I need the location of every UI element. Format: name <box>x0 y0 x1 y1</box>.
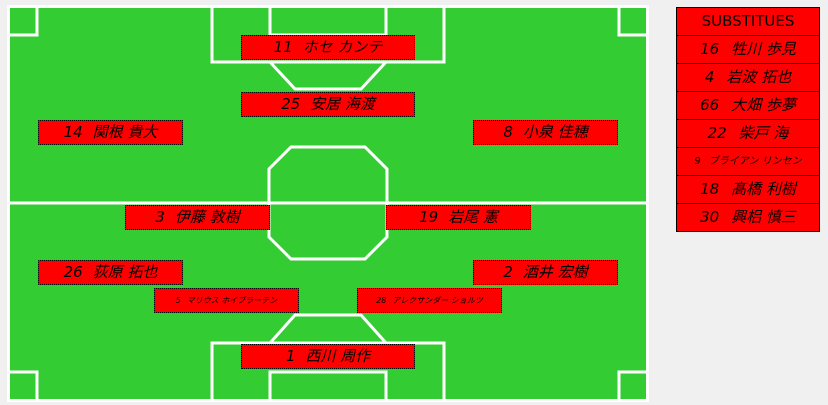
substitute-number: 22 <box>707 124 727 142</box>
substitute-row[interactable]: 30 興梠 慎三 <box>676 203 820 232</box>
substitute-name: 髙橋 利樹 <box>731 180 796 198</box>
player-number: 11 <box>273 38 293 56</box>
player-rcm[interactable]: 19 岩尾 憲 <box>386 205 531 230</box>
substitute-number: 18 <box>700 180 720 198</box>
player-gk[interactable]: 1 西川 周作 <box>241 344 415 369</box>
player-lcb[interactable]: 5 マリウス ホイブラーテン <box>154 288 299 313</box>
substitute-row[interactable]: 66 大畑 歩夢 <box>676 91 820 119</box>
pitch-markings <box>7 5 649 402</box>
substitute-name: 牲川 歩見 <box>731 40 796 58</box>
player-number: 14 <box>63 123 83 141</box>
bottom-goal-area <box>268 370 388 402</box>
player-rb[interactable]: 2 酒井 宏樹 <box>473 260 618 285</box>
substitute-row[interactable]: 18 髙橋 利樹 <box>676 175 820 203</box>
substitute-row[interactable]: 9 ブライアン リンセン <box>676 147 820 175</box>
player-name: 荻原 拓也 <box>92 263 158 281</box>
top-penalty-area <box>210 5 446 64</box>
player-name: 伊藤 敦樹 <box>174 208 240 226</box>
player-number: 1 <box>285 347 296 365</box>
substitute-row[interactable]: 4 岩波 拓也 <box>676 63 820 91</box>
corner-top-left <box>7 5 39 37</box>
bottom-penalty-area <box>210 341 446 402</box>
center-circle <box>267 145 389 261</box>
player-lb[interactable]: 26 荻原 拓也 <box>38 260 183 285</box>
player-number: 26 <box>63 263 83 281</box>
substitute-number: 4 <box>704 68 715 86</box>
player-name: 岩尾 憲 <box>448 208 498 226</box>
substitute-name: 興梠 慎三 <box>731 208 796 226</box>
player-name: 小泉 佳穂 <box>522 123 588 141</box>
player-name: 関根 貴大 <box>92 123 158 141</box>
player-lcm[interactable]: 3 伊藤 敦樹 <box>125 205 270 230</box>
bottom-penalty-arc <box>268 313 388 344</box>
player-lw[interactable]: 14 関根 貴大 <box>38 120 183 145</box>
substitute-name: 柴戸 海 <box>738 124 789 142</box>
corner-top-right <box>617 5 649 37</box>
player-name: アレクサンダー ショルツ <box>392 296 483 305</box>
player-number: 28 <box>376 296 387 305</box>
player-number: 19 <box>419 208 439 226</box>
player-fw[interactable]: 11 ホセ カンテ <box>241 35 415 60</box>
substitute-row[interactable]: 16 牲川 歩見 <box>676 35 820 63</box>
corner-bottom-right <box>617 370 649 402</box>
player-name: 西川 周作 <box>305 347 371 365</box>
player-name: 酒井 宏樹 <box>522 263 588 281</box>
corner-bottom-left <box>7 370 39 402</box>
substitute-number: 16 <box>700 40 720 58</box>
top-goal-area <box>268 5 388 37</box>
player-rcb[interactable]: 28 アレクサンダー ショルツ <box>357 288 502 313</box>
player-rw[interactable]: 8 小泉 佳穂 <box>473 120 618 145</box>
player-name: ホセ カンテ <box>302 38 383 56</box>
player-number: 8 <box>503 123 513 141</box>
substitute-number: 9 <box>694 156 701 167</box>
substitute-number: 66 <box>700 96 720 114</box>
top-penalty-arc <box>268 60 388 91</box>
substitute-number: 30 <box>700 208 720 226</box>
player-name: マリウス ホイブラーテン <box>186 296 278 305</box>
player-number: 2 <box>503 263 513 281</box>
substitute-name: 岩波 拓也 <box>726 68 792 86</box>
player-omf[interactable]: 25 安居 海渡 <box>241 92 415 117</box>
player-number: 5 <box>175 296 181 305</box>
substitutes-title: SUBSTITUES <box>676 7 820 35</box>
substitute-row[interactable]: 22 柴戸 海 <box>676 119 820 147</box>
substitute-name: 大畑 歩夢 <box>731 96 796 114</box>
player-number: 25 <box>281 95 301 113</box>
player-number: 3 <box>155 208 165 226</box>
substitutes-panel: SUBSTITUES 16 牲川 歩見 4 岩波 拓也 66 大畑 歩夢 22 柴戸 海… <box>676 7 820 232</box>
player-name: 安居 海渡 <box>310 95 375 113</box>
substitute-name: ブライアン リンセン <box>708 156 802 167</box>
